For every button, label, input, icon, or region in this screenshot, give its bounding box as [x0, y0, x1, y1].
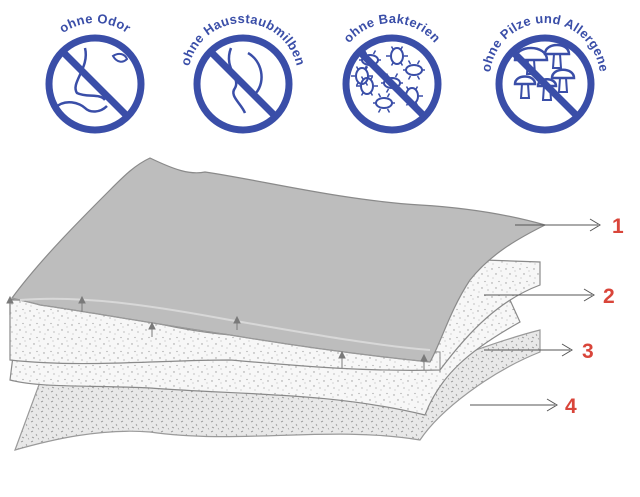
mushroom-icon — [513, 43, 576, 101]
prohibition-ring — [495, 34, 595, 134]
badge-label: ohne Odor — [57, 11, 134, 36]
prohibition-slash — [357, 49, 427, 119]
badge-label: ohne Pilze und Allergene — [478, 11, 611, 73]
badge-2: ohne Hausstaubmilben — [178, 11, 308, 134]
nose-icon — [54, 47, 129, 113]
prohibition-slash — [60, 49, 130, 119]
badge-row: ohne Odor ohne Hausstaubmilben ohne Bakter… — [45, 11, 611, 134]
prohibition-ring — [45, 34, 145, 134]
layer-1-number: 1 — [612, 215, 624, 238]
layer-2-number: 2 — [603, 285, 615, 308]
prohibition-ring — [342, 34, 442, 134]
ventilation-arrows — [6, 295, 428, 370]
layer-1-sheet — [11, 157, 547, 363]
face-profile-icon — [227, 47, 263, 114]
callout-pointers — [470, 218, 601, 412]
badge-3: ohne Bakterien — [340, 11, 443, 134]
prohibition-slash — [208, 49, 278, 119]
layer-3-number: 3 — [582, 340, 594, 363]
badge-4: ohne Pilze und Allergene — [478, 11, 611, 134]
prohibition-slash — [510, 49, 580, 119]
layer-4-number: 4 — [565, 395, 577, 418]
prohibition-ring — [193, 34, 293, 134]
badge-1: ohne Odor — [45, 11, 145, 134]
